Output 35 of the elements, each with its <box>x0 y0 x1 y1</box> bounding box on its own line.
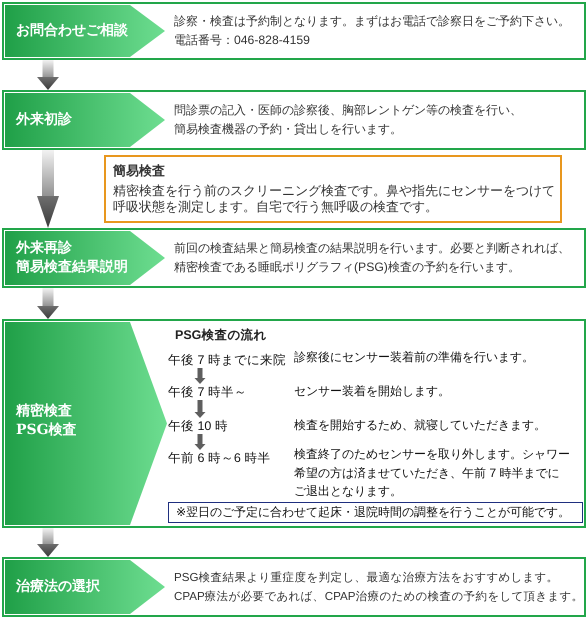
step-banner: 外来再診 簡易検査結果説明 <box>5 231 165 285</box>
step-banner: お問合わせご相談 <box>5 5 165 57</box>
step-box <box>2 90 586 150</box>
arrow <box>194 434 206 450</box>
info-box <box>104 155 562 223</box>
time-label: 午後 7 時半～ <box>168 384 247 400</box>
time-label: 午後 10 時 <box>168 418 228 434</box>
step-box <box>2 228 586 288</box>
step-banner: 外来初診 <box>5 93 165 147</box>
time-label: 午前 6 時～6 時半 <box>168 450 270 466</box>
note-box: ※翌日のご予定に合わせて起床・退院時間の調整を行うことが可能です。 <box>168 502 583 523</box>
step-description: 前回の検査結果と簡易検査の結果説明を行います。必要と判断されれば、精密検査である睡眠ポリグラフィ(PSG)検査の予約を行います。 <box>174 240 571 276</box>
time-description: センサー装着を開始します。 <box>294 383 450 400</box>
time-description: 診察後にセンサー装着前の準備を行います。 <box>294 349 534 366</box>
time-label: 午後 7 時までに来院 <box>168 352 286 368</box>
step-box <box>2 319 586 528</box>
flow-heading: PSG検査の流れ <box>175 327 266 343</box>
step-description: 問診票の記入・医師の診察後、胸部レントゲン等の検査を行い、簡易検査機器の予約・貸出しを行います。 <box>174 102 523 138</box>
step-box <box>2 2 586 60</box>
arrow <box>194 400 206 418</box>
step-banner: 治療法の選択 <box>5 560 165 614</box>
phone-number: 電話番号：046-828-4159 <box>174 32 310 49</box>
step-description: PSG検査結果より重症度を判定し、最適な治療方法をおすすめします。CPAP療法が必要であれば、CPAP治療のための検査の予約をして頂きます。 <box>174 570 584 605</box>
arrow <box>194 368 206 384</box>
info-heading: 簡易検査 <box>113 162 165 180</box>
arrow <box>37 60 59 90</box>
step-description: 診察・検査は予約制となります。まずはお電話で診察日をご予約下さい。 <box>174 13 570 30</box>
step-banner: 精密検査 PSG検査 <box>5 322 167 525</box>
arrow <box>37 288 59 319</box>
arrow <box>37 150 59 228</box>
step-box <box>2 557 586 617</box>
time-description: 検査終了のためセンサーを取り外します。シャワー希望の方は済ませていただき、午前 7 時半までにご退出となります。 <box>294 446 570 500</box>
info-text: 精密検査を行う前のスクリーニング検査です。鼻や指先にセンサーをつけて呼吸状態を測定します。自宅で行う無呼吸の検査です。 <box>113 182 556 216</box>
time-description: 検査を開始するため、就寝していただきます。 <box>294 417 546 434</box>
arrow <box>37 528 59 557</box>
